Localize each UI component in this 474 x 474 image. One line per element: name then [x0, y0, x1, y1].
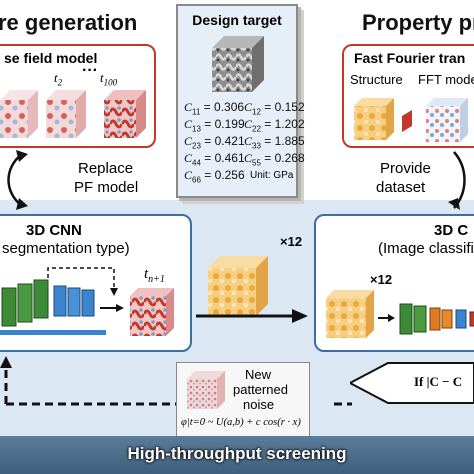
provide-label-line2: dataset — [376, 179, 426, 196]
cnn-right-title: 3D C — [434, 222, 469, 239]
cube-t2 — [46, 90, 86, 138]
fft-box-title: Fast Fourier tran — [354, 50, 466, 66]
fft-cubes-illustration — [354, 98, 468, 142]
design-target-title: Design target — [192, 12, 282, 28]
noise-line3: noise — [243, 397, 275, 412]
fft-arrow-icon — [402, 110, 412, 132]
constant-c66: C66 = 0.256 — [184, 168, 245, 185]
replace-label-line2: PF model — [74, 179, 139, 196]
structure-generation-title: re generation — [0, 10, 138, 35]
noise-line1: New — [245, 367, 272, 382]
cnn-left-title: 3D CNN — [26, 222, 82, 239]
cnn-right-times-label: ×12 — [370, 272, 393, 287]
patterned-noise-box: New patterned noise φ|t=0 ~ U(a,b) + c c… — [176, 362, 310, 440]
target-microstructure-illustration — [212, 36, 264, 92]
design-target-card: Design target C11 = 0.306 C12 = 0.152 C1… — [176, 4, 305, 198]
feedback-loop-lines — [0, 356, 352, 406]
main-flow-arrow-icon — [196, 309, 308, 323]
phase-field-model-title: se field model — [4, 50, 98, 66]
property-prediction-title: Property pr — [362, 10, 474, 35]
high-throughput-screening-label: High-throughput screening — [127, 444, 347, 463]
cnn-segmentation-box: 3D CNN segmentation type) — [0, 214, 192, 352]
provide-label-line1: Provide — [380, 160, 431, 177]
time-label-t100: t100 — [100, 70, 118, 88]
condition-arrow-box — [350, 362, 474, 404]
provide-arrow-icon — [448, 151, 466, 210]
input-structure-cube — [326, 290, 374, 338]
unet-layers-illustration — [0, 267, 174, 336]
blue-layer-stack — [53, 285, 95, 317]
constant-c44: C44 = 0.461 — [184, 151, 245, 168]
replace-label-line1: Replace — [78, 160, 134, 177]
structure-label: Structure — [350, 72, 403, 87]
unit-label: Unit: GPa — [250, 170, 294, 181]
constant-c11: C11 = 0.306 — [184, 100, 245, 117]
phase-field-cubes-illustration — [0, 90, 146, 138]
ellipsis-dots: ··· — [82, 62, 98, 79]
middle-structure-illustration — [208, 256, 268, 316]
noise-cube-illustration — [187, 371, 225, 409]
middle-times-label: ×12 — [280, 234, 303, 249]
noise-line2: patterned — [233, 382, 288, 397]
t-n-plus-1-label: tn+1 — [144, 266, 165, 285]
loop-up-arrow-icon — [0, 356, 12, 368]
cnn-left-subtitle: segmentation type) — [2, 240, 130, 257]
cube-t100 — [104, 90, 146, 138]
constant-c55: C55 = 0.268 — [244, 151, 305, 168]
green-layer-stack — [1, 279, 49, 327]
constant-c23: C23 = 0.421 — [184, 134, 245, 151]
cnn-classification-box: 3D C (Image classifi ×12 — [314, 214, 474, 352]
time-label-t2: t2 — [54, 70, 63, 88]
replace-arrow-icon — [7, 150, 28, 210]
condition-text: If |C − C — [414, 374, 463, 389]
classifier-layer-stack — [399, 303, 474, 335]
constant-c13: C13 = 0.199 — [184, 117, 245, 134]
classifier-arrow-icon — [388, 314, 395, 322]
phase-field-model-box: se field model — [0, 44, 156, 148]
cube-t1 — [0, 90, 38, 138]
cnn-right-subtitle: (Image classifi — [378, 240, 474, 257]
constant-c12: C12 = 0.152 — [244, 100, 305, 117]
fft-model-box: Fast Fourier tran Structure FFT mode — [342, 44, 474, 148]
classifier-layers-illustration — [326, 290, 474, 338]
fft-model-label: FFT mode — [418, 72, 474, 87]
output-arrow-icon — [116, 304, 124, 312]
output-cube-tn1 — [130, 288, 174, 336]
noise-formula: φ|t=0 ~ U(a,b) + c cos(r · x) — [181, 417, 301, 428]
constant-c22: C22 = 1.202 — [244, 117, 305, 134]
constant-c33: C33 = 1.885 — [244, 134, 305, 151]
bottom-banner — [0, 436, 474, 474]
